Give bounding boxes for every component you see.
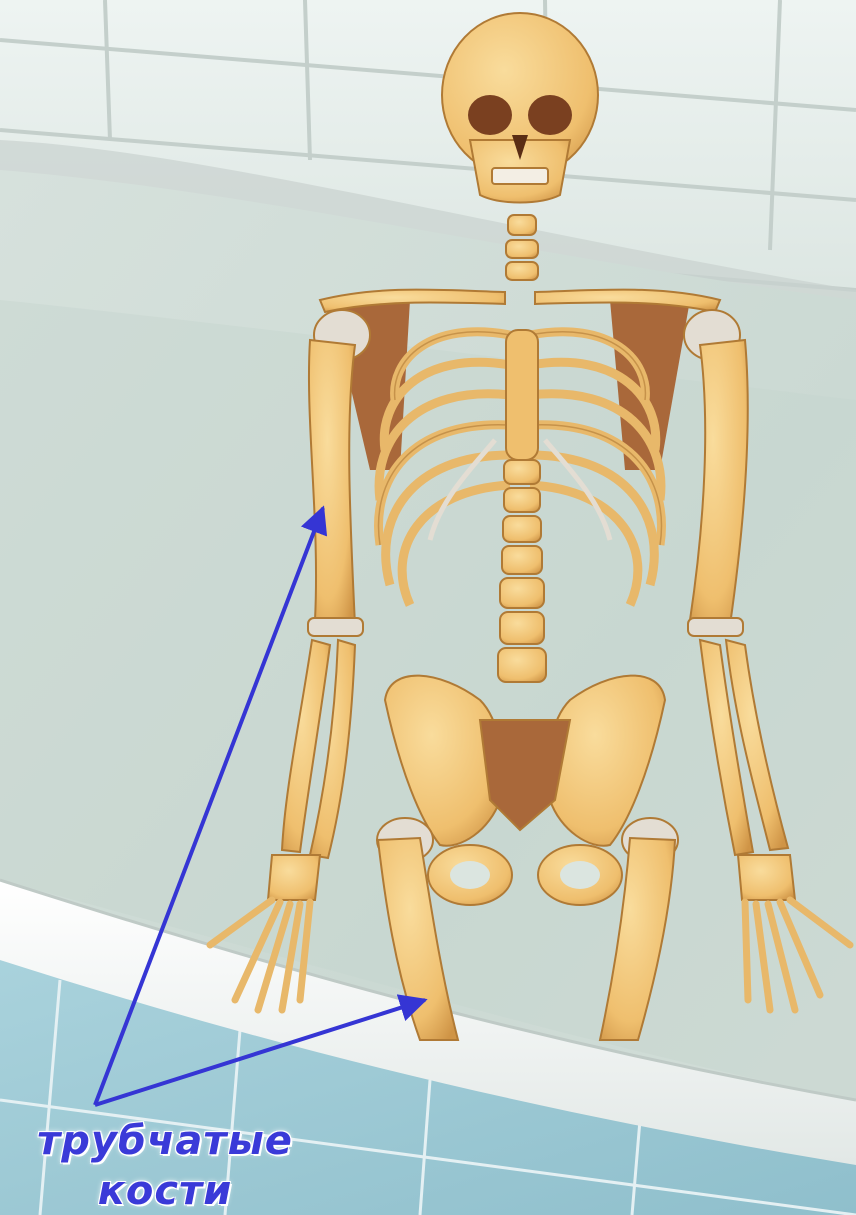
annotation-label-line1: трубчатые <box>0 1118 330 1164</box>
annotation-label-line2: кости <box>0 1168 330 1214</box>
